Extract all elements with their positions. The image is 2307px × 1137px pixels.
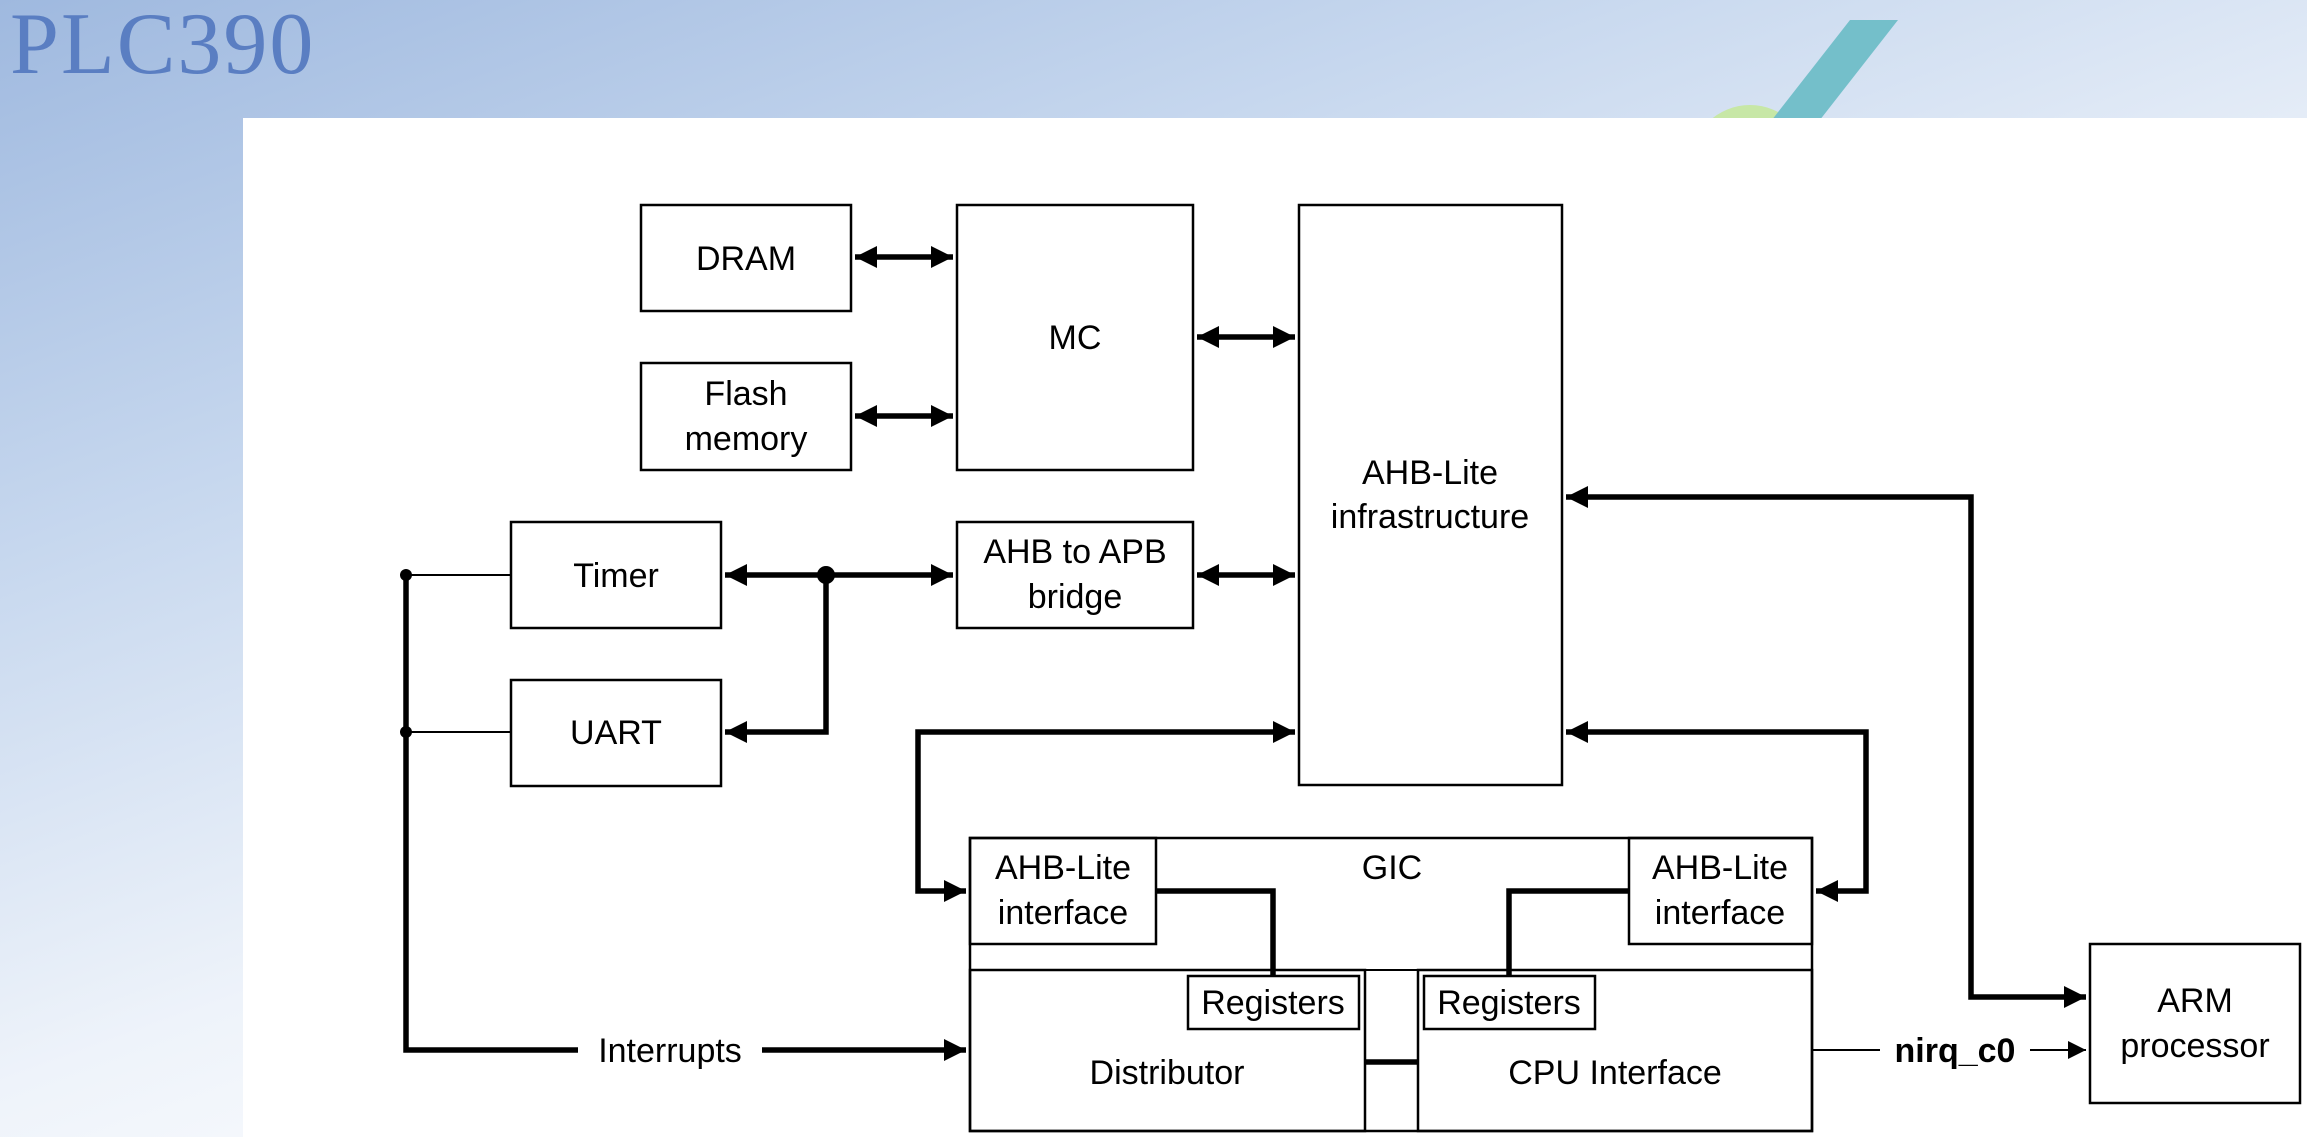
ahb-lite-infrastructure-block: AHB-Lite infrastructure — [1297, 203, 1564, 787]
ahb-infra-label-line1: AHB-Lite — [1362, 454, 1498, 492]
ahb-to-apb-bridge-block: AHB to APB bridge — [955, 520, 1195, 630]
ahb-infra-label-line2: infrastructure — [1331, 498, 1529, 536]
ahb-arm-bus — [1566, 486, 2086, 1008]
flash-label-line2: memory — [685, 420, 808, 458]
apb-junction-dot — [817, 566, 835, 584]
arm-label-line2: processor — [2120, 1027, 2269, 1065]
gic-label: GIC — [1362, 849, 1422, 887]
timer-block: Timer — [509, 520, 723, 630]
nirq-label: nirq_c0 — [1895, 1032, 2016, 1070]
right-if-label-line1: AHB-Lite — [1652, 849, 1788, 887]
interrupts-label: Interrupts — [598, 1032, 742, 1070]
left-if-label-line2: interface — [998, 894, 1128, 932]
registers-left-box — [1186, 974, 1361, 1031]
timer-label: Timer — [573, 557, 659, 595]
flash-label-line1: Flash — [704, 375, 787, 413]
registers-left-label: Registers — [1201, 984, 1345, 1022]
uart-label: UART — [570, 714, 662, 752]
cpu-interface-label: CPU Interface — [1508, 1054, 1722, 1092]
distributor-block: Distributor Registers — [968, 968, 1367, 1133]
bridge-label-line1: AHB to APB — [983, 533, 1166, 571]
uart-block: UART — [509, 678, 723, 788]
arm-label-line1: ARM — [2157, 982, 2233, 1020]
right-if-label-line2: interface — [1655, 894, 1785, 932]
mc-label: MC — [1049, 319, 1102, 357]
mc-block: MC — [955, 203, 1195, 472]
dram-label: DRAM — [696, 240, 796, 278]
interrupts-bus — [403, 575, 578, 1053]
dram-block: DRAM — [639, 203, 853, 313]
slide-title: PLC390 — [10, 0, 316, 93]
registers-right-label: Registers — [1437, 984, 1581, 1022]
apb-bus-uart — [725, 575, 829, 743]
flash-memory-block: Flash memory — [639, 361, 853, 472]
right-if-registers-link — [1506, 888, 1629, 976]
left-if-label-line1: AHB-Lite — [995, 849, 1131, 887]
ahb-left-interface-bus — [915, 721, 1295, 902]
left-if-registers-link — [1156, 888, 1276, 976]
bridge-label-line2: bridge — [1028, 578, 1123, 616]
distributor-label: Distributor — [1090, 1054, 1245, 1092]
arm-processor-block: ARM processor — [2088, 942, 2302, 1105]
